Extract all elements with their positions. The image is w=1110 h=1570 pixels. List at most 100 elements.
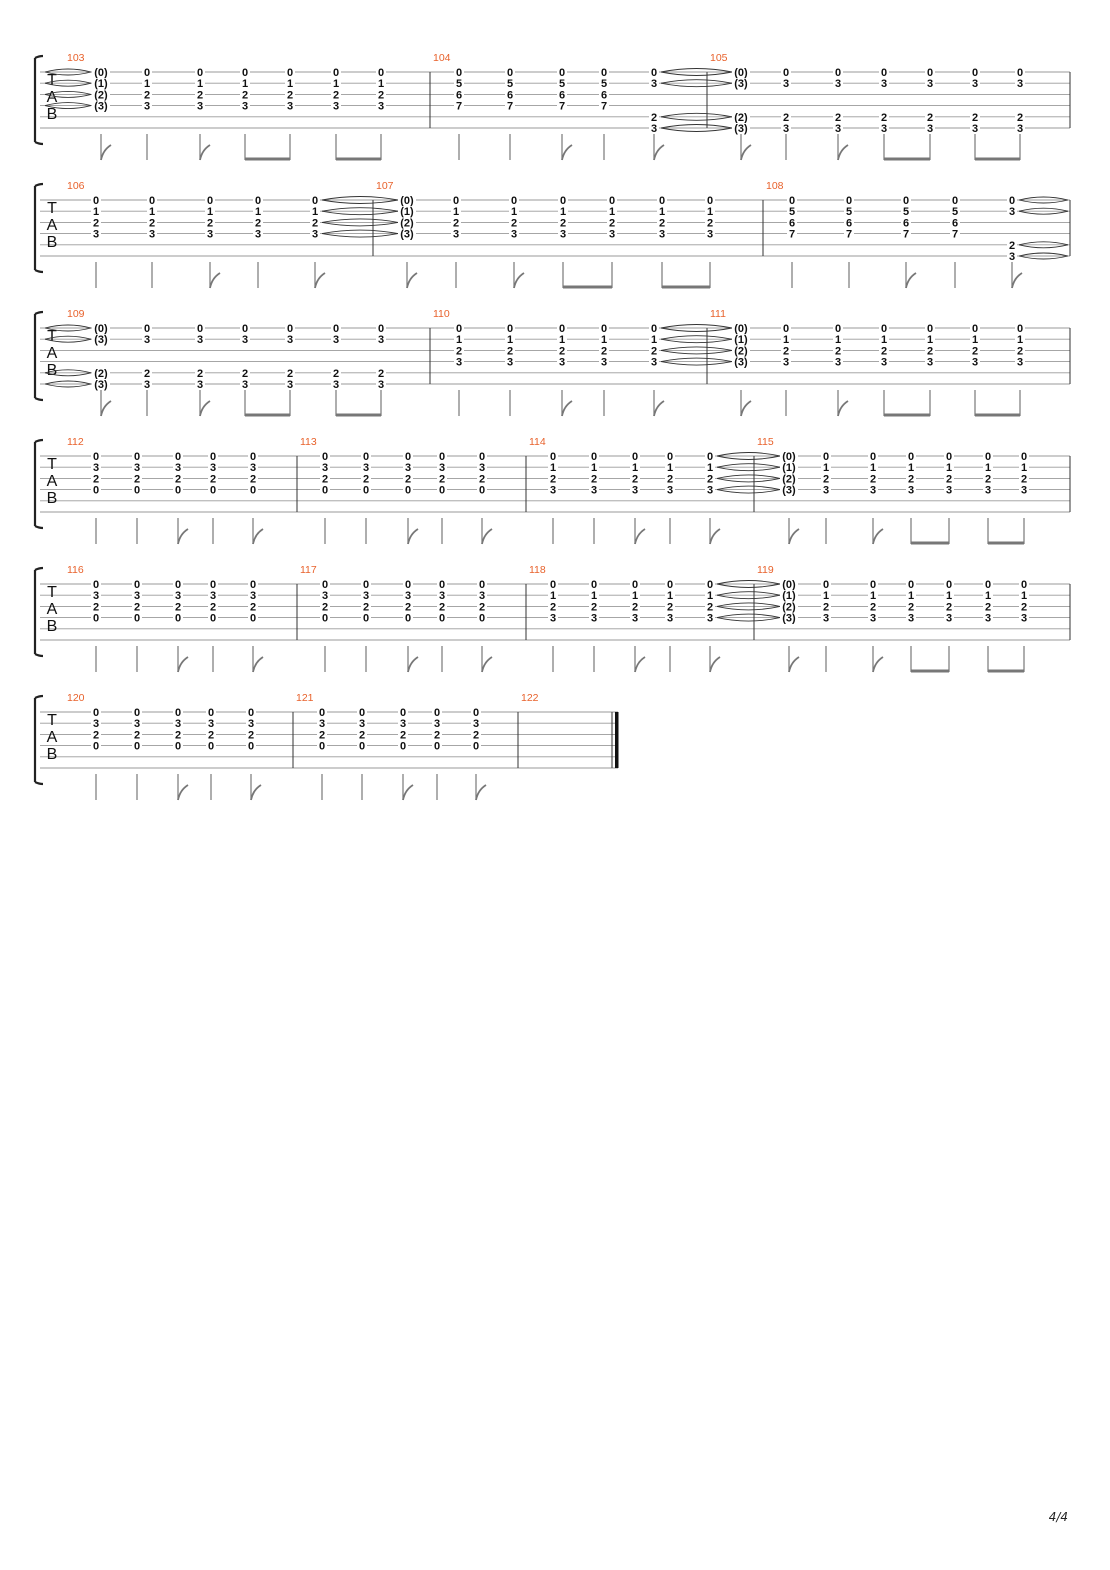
fret-number: 1 xyxy=(908,462,914,474)
fret-number: (3) xyxy=(400,229,414,241)
fret-number: 5 xyxy=(952,206,958,218)
fret-number: 2 xyxy=(908,601,914,613)
fret-number: 2 xyxy=(322,473,328,485)
fret-knockout xyxy=(983,462,993,473)
fret-knockout xyxy=(1019,473,1029,484)
fret-number: 3 xyxy=(210,462,216,474)
tie-arc xyxy=(44,93,92,98)
fret-knockout xyxy=(630,590,640,601)
fret-number: 0 xyxy=(134,579,140,591)
beat: (0)(1)(2)(3) xyxy=(398,195,418,289)
fret-knockout xyxy=(599,334,609,345)
system-6: TAB1200320032003200320032012103200320032… xyxy=(33,692,619,801)
fret-knockout xyxy=(558,228,568,239)
fret-number: 1 xyxy=(985,462,991,474)
fret-knockout xyxy=(944,484,954,495)
fret-number: 0 xyxy=(1017,67,1023,79)
tie-arc xyxy=(44,338,92,343)
fret-number: 2 xyxy=(550,473,556,485)
fret-number: (1) xyxy=(94,78,108,90)
fret-knockout xyxy=(1019,462,1029,473)
fret-number: 0 xyxy=(250,579,256,591)
measure-number: 117 xyxy=(300,564,317,576)
note-beam xyxy=(988,669,1024,673)
fret-knockout xyxy=(91,612,101,623)
fret-knockout xyxy=(630,612,640,623)
fret-number: 2 xyxy=(870,473,876,485)
fret-knockout xyxy=(361,451,371,461)
fret-number: 2 xyxy=(93,601,99,613)
fret-knockout xyxy=(317,729,327,740)
fret-knockout xyxy=(509,228,519,239)
fret-number: 2 xyxy=(333,368,339,380)
fret-number: 1 xyxy=(632,462,638,474)
measure-number: 113 xyxy=(300,436,317,448)
fret-knockout xyxy=(906,484,916,495)
note-flag xyxy=(709,656,721,673)
fret-number: 2 xyxy=(250,473,256,485)
fret-number: 2 xyxy=(197,368,203,380)
fret-number: 0 xyxy=(197,323,203,335)
tie-arc xyxy=(44,369,92,374)
fret-knockout xyxy=(206,707,216,717)
fret-knockout xyxy=(970,334,980,345)
fret-knockout xyxy=(310,217,320,228)
fret-number: (1) xyxy=(782,590,796,602)
fret-knockout xyxy=(548,451,558,461)
fret-knockout xyxy=(357,707,367,717)
fret-knockout xyxy=(599,345,609,356)
fret-number: 0 xyxy=(248,707,254,719)
fret-number: 2 xyxy=(835,345,841,357)
fret-number: 3 xyxy=(93,229,99,241)
system-bracket xyxy=(33,54,44,146)
clef-letter-t: T xyxy=(47,328,57,345)
fret-knockout xyxy=(944,473,954,484)
clef-letter-a: A xyxy=(47,345,58,362)
tie-arc xyxy=(716,583,781,588)
fret-number: 2 xyxy=(651,112,657,124)
fret-number: 2 xyxy=(144,368,150,380)
tie-arc xyxy=(44,383,92,388)
system-2: TAB10601230123012301230123107(0)(1)(2)(3… xyxy=(33,180,1071,289)
fret-number: 2 xyxy=(439,601,445,613)
fret-knockout xyxy=(821,579,831,589)
fret-number: 2 xyxy=(972,112,978,124)
fret-number: 2 xyxy=(363,473,369,485)
fret-knockout xyxy=(132,473,142,484)
measure-number: 122 xyxy=(521,692,539,704)
fret-number: 1 xyxy=(1017,334,1023,346)
fret-knockout xyxy=(906,473,916,484)
fret-knockout xyxy=(132,729,142,740)
note-flag xyxy=(872,656,884,673)
fret-number: 0 xyxy=(473,741,479,753)
fret-knockout xyxy=(398,718,408,729)
fret-number: 2 xyxy=(927,112,933,124)
fret-number: 0 xyxy=(1021,451,1027,463)
fret-knockout xyxy=(983,451,993,461)
fret-number: 0 xyxy=(208,707,214,719)
fret-knockout xyxy=(361,612,371,623)
fret-number: (2) xyxy=(94,368,108,380)
fret-number: 0 xyxy=(707,579,713,591)
tie-arc xyxy=(716,605,781,611)
fret-number: 0 xyxy=(312,195,318,207)
fret-knockout xyxy=(240,78,250,89)
fret-number: 0 xyxy=(985,451,991,463)
fret-number: (1) xyxy=(782,462,796,474)
fret-number: 3 xyxy=(453,229,459,241)
tie-arc xyxy=(44,90,92,95)
fret-knockout xyxy=(781,334,791,345)
fret-knockout xyxy=(471,718,481,729)
fret-knockout xyxy=(833,123,843,133)
fret-knockout xyxy=(246,718,256,729)
fret-knockout xyxy=(454,323,464,333)
